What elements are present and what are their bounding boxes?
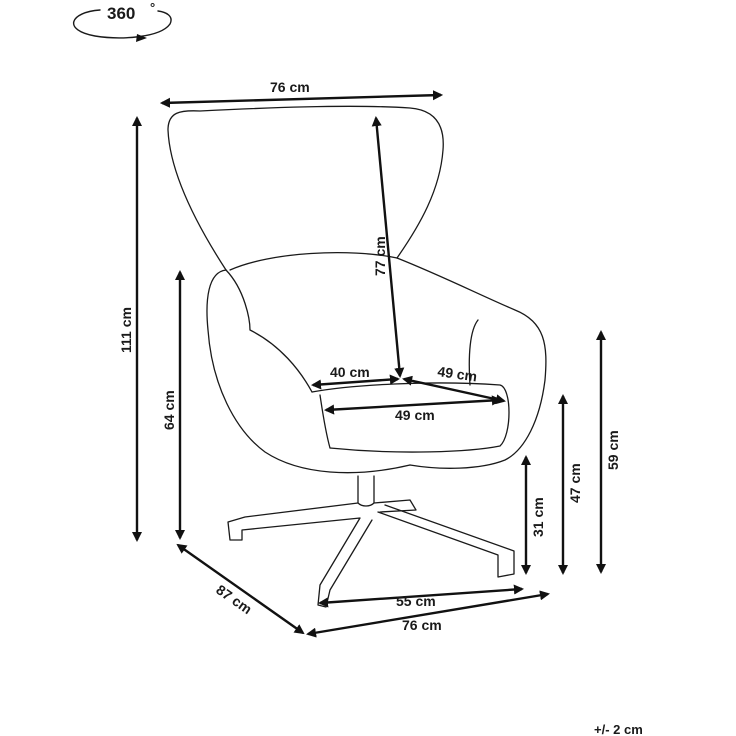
dim-line-seat-depth-right (402, 375, 506, 405)
label-seat-width: 49 cm (395, 407, 435, 423)
label-top-width: 76 cm (270, 79, 310, 95)
label-arm-height-59: 59 cm (605, 430, 621, 470)
rotation-degree: ° (150, 0, 155, 15)
dim-line-depth (176, 543, 305, 635)
dimension-labels: 76 cm 77 cm 111 cm 64 cm 40 cm 49 cm 49 … (118, 79, 643, 736)
dimension-lines (131, 90, 607, 638)
label-armrest-height: 64 cm (161, 390, 177, 430)
label-backrest-height: 77 cm (372, 236, 388, 276)
left-armrest (206, 269, 411, 474)
label-seat-height-31: 31 cm (530, 497, 546, 537)
rotation-360-icon: 360 ° (73, 0, 172, 42)
backrest (167, 105, 444, 271)
tolerance-note: +/- 2 cm (594, 722, 643, 736)
chair-outline (167, 105, 547, 608)
right-armrest (396, 257, 547, 469)
label-total-height: 111 cm (118, 307, 134, 353)
dim-line-top-width (159, 90, 444, 108)
dim-line-seat-width (323, 395, 503, 415)
star-base (227, 499, 515, 608)
dim-line-bottom-width (306, 590, 550, 638)
label-seat-depth-right: 49 cm (437, 363, 479, 384)
dim-line-seat-depth-left (310, 374, 401, 390)
label-base-width: 55 cm (396, 593, 436, 609)
swivel-column (357, 475, 375, 507)
label-depth: 87 cm (213, 581, 255, 617)
label-seat-height-47: 47 cm (567, 463, 583, 503)
label-bottom-width: 76 cm (402, 617, 442, 633)
rotation-value: 360 (107, 4, 135, 23)
dim-line-backrest-height (371, 115, 405, 379)
label-seat-depth-left: 40 cm (330, 364, 370, 380)
